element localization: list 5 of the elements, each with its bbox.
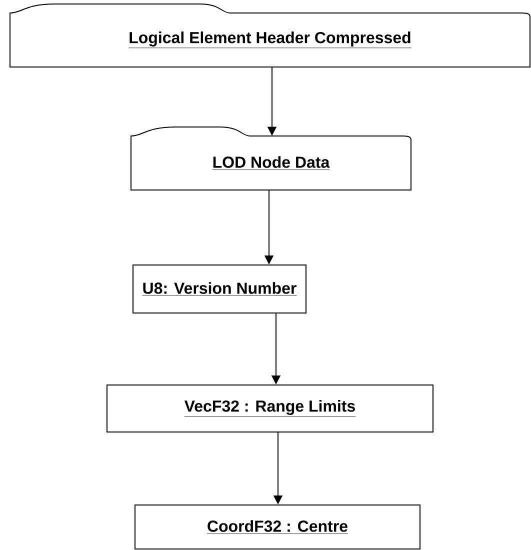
process-box: CoordF32 : Centre — [134, 504, 420, 550]
process-box: VecF32 : Range Limits — [106, 384, 434, 432]
process-box: U8: Version Number — [132, 264, 306, 314]
folder-box: LOD Node Data — [130, 126, 412, 190]
folder-box: Logical Element Header Compressed — [10, 4, 530, 68]
